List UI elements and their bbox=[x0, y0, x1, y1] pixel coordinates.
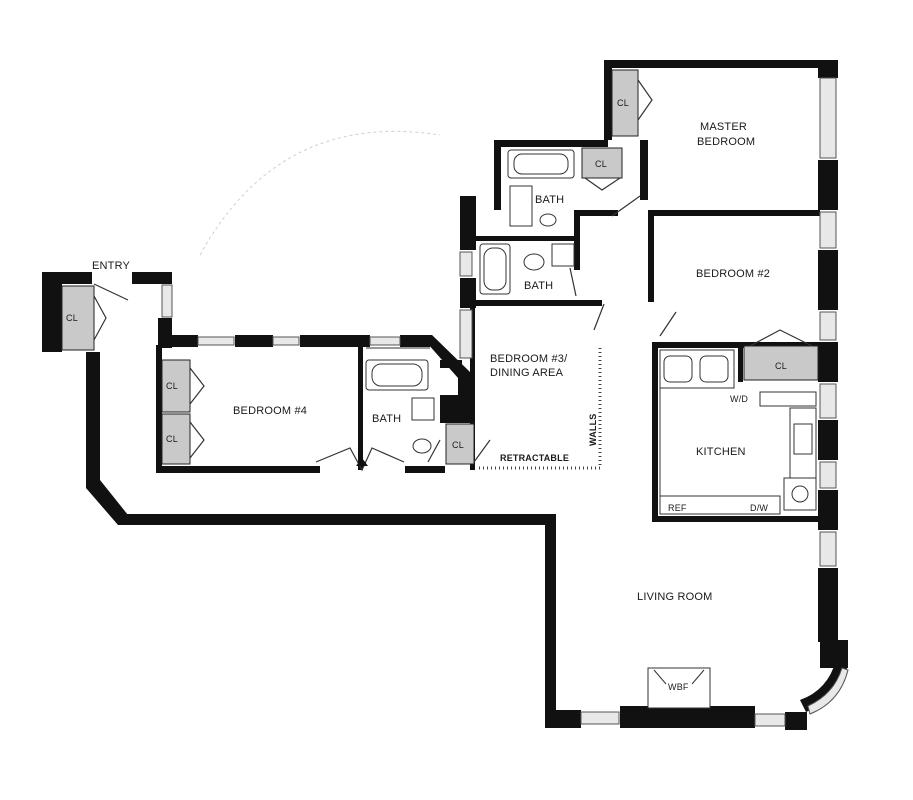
faint-arc bbox=[199, 130, 441, 256]
closet-bedroom4-a bbox=[161, 359, 191, 413]
label-entry: ENTRY bbox=[92, 260, 131, 272]
kitchen-fixtures bbox=[659, 349, 817, 515]
label-walls: WALLS bbox=[588, 414, 598, 447]
label-closet-bedroom4-b: CL bbox=[166, 434, 178, 444]
label-bedroom-4: BEDROOM #4 bbox=[233, 405, 307, 417]
label-washer-dryer: W/D bbox=[730, 394, 748, 404]
label-kitchen: KITCHEN bbox=[696, 446, 746, 458]
windows bbox=[161, 77, 849, 727]
label-living-room: LIVING ROOM bbox=[637, 591, 713, 603]
label-closet-bedroom3: CL bbox=[452, 440, 464, 450]
label-fireplace: WBF bbox=[668, 682, 689, 692]
closet-bedroom4-b bbox=[161, 413, 191, 465]
closet-bedroom3 bbox=[445, 423, 475, 465]
retractable-walls bbox=[478, 348, 602, 470]
closet-bedroom2 bbox=[743, 345, 819, 381]
closet-entry bbox=[61, 285, 95, 351]
label-bath-lower: BATH bbox=[372, 413, 401, 425]
door-swings bbox=[93, 195, 677, 472]
label-bath-middle: BATH bbox=[524, 280, 553, 292]
label-refrigerator: REF bbox=[668, 503, 687, 513]
label-dishwasher: D/W bbox=[750, 503, 768, 513]
fireplace bbox=[647, 667, 711, 709]
label-closet-hall: CL bbox=[595, 159, 607, 169]
label-bath-upper: BATH bbox=[535, 194, 564, 206]
label-closet-master: CL bbox=[617, 98, 629, 108]
structural-walls bbox=[42, 60, 848, 730]
label-bedroom-3-1: BEDROOM #3/ bbox=[490, 353, 568, 365]
bath-fixtures bbox=[365, 149, 575, 454]
label-closet-entry: CL bbox=[66, 313, 78, 323]
label-master-bedroom-2: BEDROOM bbox=[697, 136, 755, 148]
closet-hall bbox=[581, 147, 623, 179]
label-master-bedroom-1: MASTER bbox=[700, 121, 747, 133]
label-bedroom-3-2: DINING AREA bbox=[490, 367, 564, 379]
closet-master bbox=[611, 69, 639, 137]
closets bbox=[61, 69, 819, 465]
label-closet-bedroom4-a: CL bbox=[166, 381, 178, 391]
label-bedroom-2: BEDROOM #2 bbox=[696, 268, 770, 280]
label-retractable: RETRACTABLE bbox=[500, 453, 569, 463]
label-closet-bedroom2: CL bbox=[775, 361, 787, 371]
